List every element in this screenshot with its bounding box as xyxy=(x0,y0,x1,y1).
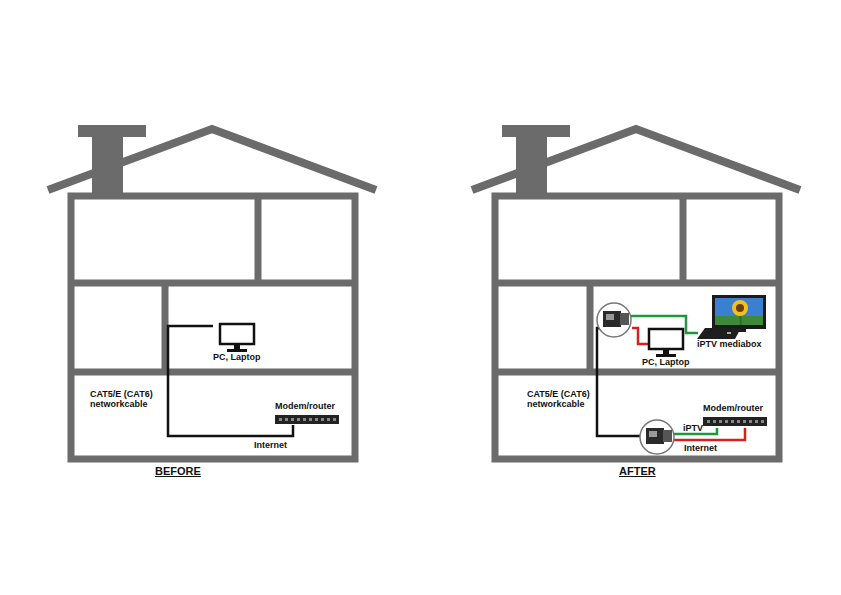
tv-set xyxy=(712,295,766,332)
modem-node: Modem/router xyxy=(703,404,767,427)
pc-icon xyxy=(647,327,685,358)
splitter-upper xyxy=(597,303,631,337)
network-cable xyxy=(597,328,642,436)
pc-node: PC, Laptop xyxy=(213,322,261,363)
modem-icon xyxy=(703,416,767,427)
splitter-lower xyxy=(640,420,674,454)
line-label: iPTV xyxy=(683,423,703,433)
modem-node: Modem/router xyxy=(275,402,339,425)
internet-cable xyxy=(672,428,745,440)
internet-cable xyxy=(632,328,650,344)
cable-label: CAT5/E (CAT6) networkcable xyxy=(527,389,605,410)
house-after xyxy=(472,125,800,459)
device-caption: Modem/router xyxy=(275,402,339,412)
device-caption: PC, Laptop xyxy=(213,353,261,363)
line-label: Internet xyxy=(684,443,717,453)
mediabox-node: iPTV mediabox xyxy=(697,327,762,350)
device-caption: Modem/router xyxy=(703,404,767,414)
mediabox-icon xyxy=(697,327,741,340)
device-caption: PC, Laptop xyxy=(642,358,690,368)
panel-title: AFTER xyxy=(619,465,656,478)
cable-label: CAT5/E (CAT6) networkcable xyxy=(90,389,168,410)
panel-title: BEFORE xyxy=(155,465,201,478)
pc-icon xyxy=(218,322,256,353)
device-caption: iPTV mediabox xyxy=(697,340,762,350)
line-label: Internet xyxy=(254,440,287,450)
modem-icon xyxy=(275,414,339,425)
pc-node: PC, Laptop xyxy=(642,327,690,368)
house-before xyxy=(48,125,376,459)
